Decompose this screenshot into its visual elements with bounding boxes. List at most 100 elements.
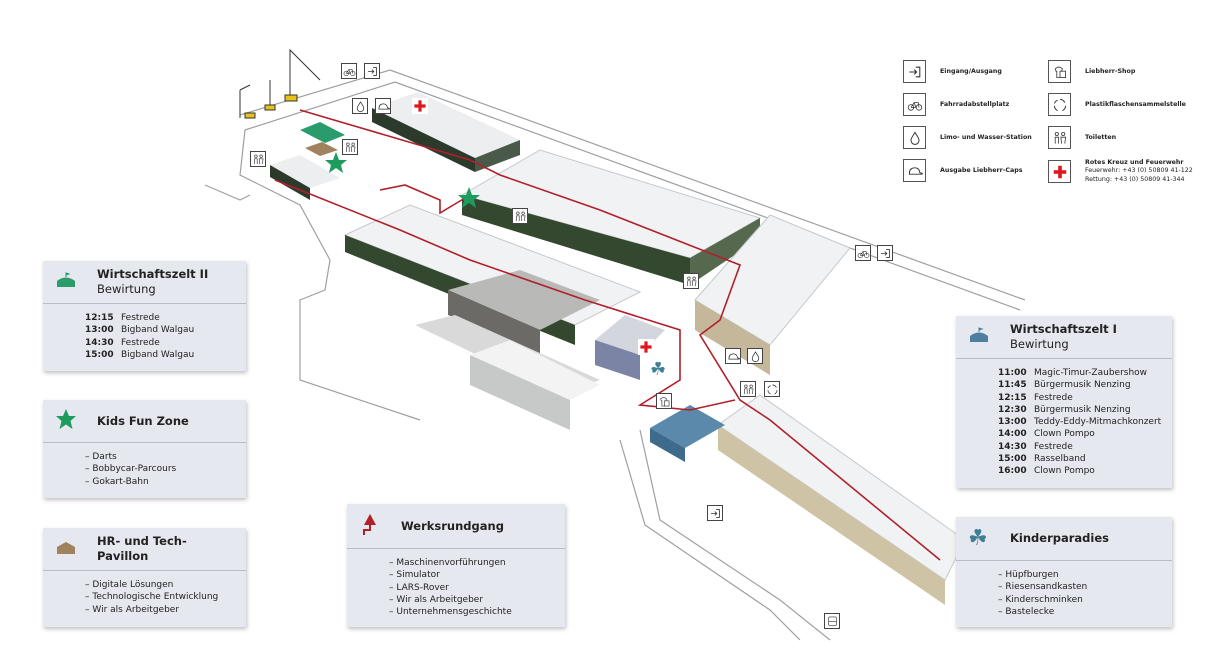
event: Clown Pompo [1034,429,1095,440]
event: Clown Pompo [1034,466,1095,477]
cap-icon [903,159,926,182]
panel-werksrundgang: Werksrundgang – Maschinenvorführungen – … [347,504,565,627]
time: 14:30 [998,441,1027,452]
building-grey-center [415,270,600,430]
time: 14:00 [998,429,1027,440]
cranes [239,48,321,119]
tent-icon [55,272,85,292]
recycle-icon [1048,93,1071,116]
shop-icon [656,393,672,409]
time: 12:15 [998,392,1027,403]
list-item: – Bastelecke [998,606,1055,617]
building-hall-southeast [717,394,966,605]
list-item: – Unternehmensgeschichte [389,607,512,618]
event: Bigband Walgau [121,349,195,360]
panel-kinderparadies: ☘ Kinderparadies – Hüpfburgen – Riesensa… [956,517,1172,627]
list-item: – Wir als Arbeitgeber [85,604,180,615]
kids-fun-zone-stars [325,152,480,208]
event: Bigband Walgau [121,325,195,336]
panel-kids-fun-zone: Kids Fun Zone – Darts – Bobbycar-Parcour… [43,400,246,498]
shamrock-icon: ☘ [968,525,988,551]
legend-label: Plastikflaschensammelstelle [1085,101,1186,108]
pavilion-icon [55,539,85,559]
item-list: – Hüpfburgen – Riesensandkasten – Kinder… [956,561,1172,618]
list-item: – LARS-Rover [389,582,449,593]
factory-tour-route [274,109,941,561]
entrance-icon [707,505,723,521]
legend-label: Ausgabe Liebherr-Caps [940,167,1023,174]
water-drop-icon [352,98,368,114]
event: Festrede [121,337,160,348]
panel-subtitle: Bewirtung [97,282,156,296]
event: Teddy-Eddy-Mitmachkonzert [1034,417,1162,428]
event: Rasselband [1034,454,1086,465]
list-item: – Wir als Arbeitgeber [389,594,484,605]
toilet-icon [250,151,266,167]
item-list: – Darts – Bobbycar-Parcours – Gokart-Bah… [43,443,246,488]
toilet-icon [740,381,756,397]
red-cross-icon [412,98,428,114]
legend-label: Eingang/Ausgang [940,68,1002,75]
route-arrow-icon [359,512,389,540]
tent-icon [968,327,998,347]
time: 12:30 [998,404,1027,415]
bicycle-icon [903,93,926,116]
panel-title: HR- und Tech-Pavillon [97,534,187,563]
shamrock-marker: ☘ [650,359,666,380]
cap-icon [375,98,391,114]
list-item: – Riesensandkasten [998,582,1088,593]
panel-title: Werksrundgang [401,518,504,533]
list-item: – Gokart-Bahn [85,476,149,487]
time: 11:45 [998,380,1027,391]
time: 11:00 [998,368,1027,378]
legend-label: Liebherr-Shop [1085,68,1136,75]
panel-subtitle: Bewirtung [1010,337,1069,351]
event: Festrede [121,313,160,323]
toilet-icon [1048,126,1071,149]
list-item: – Darts [85,452,117,462]
fire-phone: Feuerwehr: +43 (0) 50809 41-122 [1085,167,1193,174]
cap-icon [725,348,741,364]
legend-label: Rotes Kreuz und Feuerwehr [1085,159,1184,166]
building-dark-north [372,92,520,172]
toilet-icon [342,139,358,155]
bus-icon [824,613,840,629]
pavilion-hr-tech [300,122,345,156]
time: 16:00 [998,466,1027,477]
water-drop-icon [747,348,763,364]
star-icon [55,408,85,434]
entrance-icon [877,245,893,261]
toilet-icon [683,273,699,289]
list-item: – Bobbycar-Parcours [85,464,177,475]
list-item: – Kinderschminken [998,594,1083,605]
legend-label: Toiletten [1085,134,1117,141]
toilet-icon [512,208,528,224]
panel-title: Wirtschaftszelt I [1010,322,1117,336]
entrance-icon [903,60,926,83]
panel-title: Kinderparadies [1010,531,1109,545]
bicycle-icon [341,63,357,79]
legend-label: Limo- und Wasser-Station [940,134,1032,141]
building-small-west [270,155,340,200]
entrance-icon [364,63,380,79]
list-item: – Digitale Lösungen [85,580,174,590]
list-item: – Technologische Entwicklung [85,592,219,603]
list-item: – Maschinenvorführungen [389,558,506,568]
map-legend: Eingang/Ausgang Fahrradabstellplatz Limo… [903,60,1193,190]
item-list: – Maschinenvorführungen – Simulator – LA… [347,549,565,618]
legend-label: Fahrradabstellplatz [940,101,1010,108]
time: 14:30 [85,337,114,348]
tent-wirtschaftszelt-1 [650,405,725,462]
time: 12:15 [85,313,114,323]
shop-icon [1048,60,1071,83]
time: 13:00 [85,325,114,336]
rescue-phone: Rettung: +43 (0) 50809 41-344 [1085,176,1185,183]
event: Bürgermusik Nenzing [1034,380,1131,391]
event: Bürgermusik Nenzing [1034,404,1131,415]
list-item: – Hüpfburgen [998,570,1059,580]
time: 13:00 [998,417,1027,428]
